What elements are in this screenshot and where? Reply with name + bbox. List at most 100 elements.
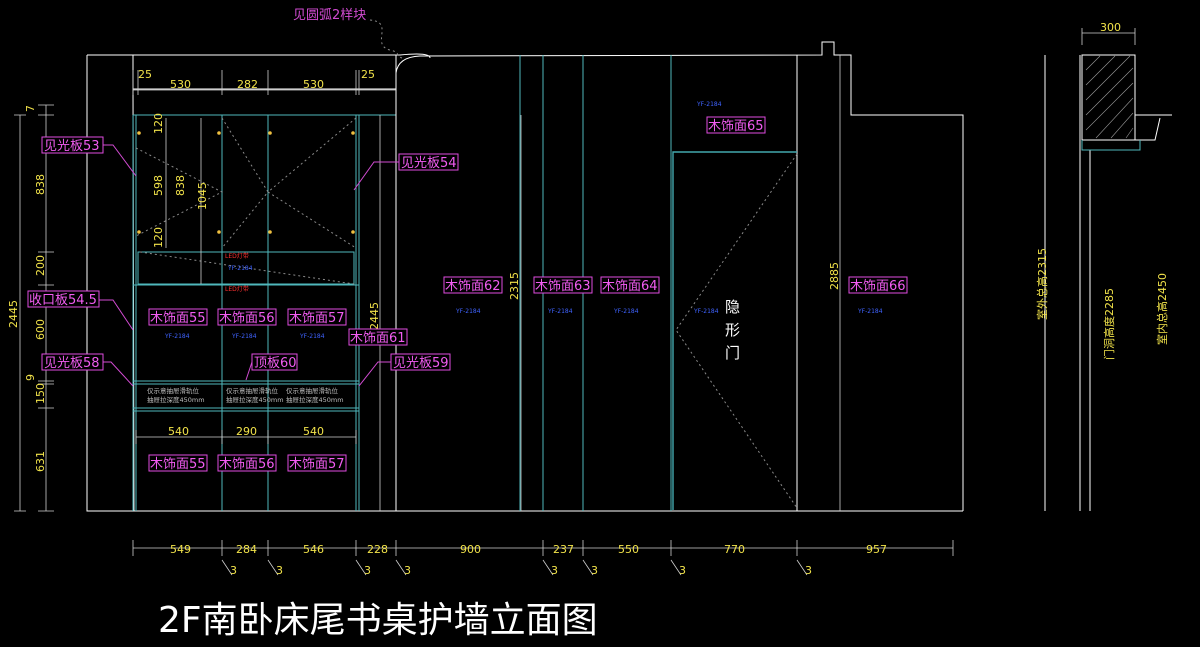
bottom-markers: 3 3 3 3 3 3 3 3 [221, 559, 812, 577]
tag-t545: 收口板54.5 [27, 290, 100, 308]
bottom-dim-9: 957 [866, 543, 887, 556]
section-label-outer: 室外总高2315 [1035, 248, 1049, 320]
bottom-dim-4: 228 [367, 543, 388, 556]
vertical-total-3: 2885 [828, 262, 841, 290]
svg-text:木饰面57: 木饰面57 [289, 311, 345, 326]
left-dim-4: 600 [34, 319, 47, 340]
marker-7: 3 [679, 564, 686, 577]
left-dim-7: 631 [34, 451, 47, 472]
tag-t56b: 木饰面56 [217, 454, 277, 472]
material-code-2: YF-2184 [231, 333, 257, 340]
svg-text:木饰面55: 木饰面55 [150, 457, 206, 472]
bottom-dim-6: 237 [553, 543, 574, 556]
material-code-3: YF-2184 [299, 333, 325, 340]
led-label-2: LED灯带 [225, 285, 249, 293]
top-dimension-chain: 25 530 282 530 25 [132, 68, 396, 95]
material-code-1: YF-2184 [164, 333, 190, 340]
mid-dim-2: 290 [236, 425, 257, 438]
svg-text:见光板58: 见光板58 [44, 356, 100, 371]
shelf-note-2b: 抽屉拉深度450mm [226, 395, 284, 404]
tag-t55b: 木饰面55 [148, 454, 208, 472]
material-code-8: YF-2184 [857, 308, 883, 315]
vertical-total-2: 2315 [508, 272, 521, 300]
hinge-marks [137, 131, 355, 234]
svg-text:见光板53: 见光板53 [44, 139, 100, 154]
top-dim-3: 282 [237, 78, 258, 91]
led-label-1: LED灯带 [225, 252, 249, 260]
marker-1: 3 [230, 564, 237, 577]
inner-dim-1: 120 [152, 113, 165, 134]
svg-text:木饰面66: 木饰面66 [850, 279, 906, 294]
cabinet-structure [132, 55, 397, 511]
section-label-inner: 室内总高2450 [1155, 273, 1169, 345]
svg-text:见光板59: 见光板59 [393, 356, 449, 371]
tag-t62: 木饰面62 [443, 276, 503, 294]
tag-t59: 见光板59 [390, 353, 451, 371]
bottom-dim-1: 549 [170, 543, 191, 556]
top-dim-4: 530 [303, 78, 324, 91]
section-width-dim: 300 [1100, 21, 1121, 34]
tag-t65: 木饰面65 [706, 116, 766, 134]
inner-dim-4: 838 [174, 175, 187, 196]
svg-text:木饰面65: 木饰面65 [708, 119, 764, 134]
inner-upper-dims: 120 598 120 838 1045 [152, 113, 209, 284]
hidden-door-label: 隐 形 门 [725, 298, 740, 362]
door-char-3: 门 [725, 344, 740, 362]
inner-dim-5: 1045 [196, 182, 209, 210]
material-code-9: YF-2184 [696, 101, 722, 108]
side-section: 300 室外总高2315 门洞高度2285 室内总高2450 [1035, 21, 1172, 511]
marker-2: 3 [276, 564, 283, 577]
material-code-6: YF-2184 [613, 308, 639, 315]
shelf-note-1b: 抽屉拉深度450mm [147, 395, 205, 404]
svg-text:木饰面63: 木饰面63 [535, 279, 591, 294]
tag-t64: 木饰面64 [600, 276, 660, 294]
callout-arc-sample: 见圆弧2样块 [293, 8, 403, 59]
marker-4: 3 [404, 564, 411, 577]
marker-8: 3 [805, 564, 812, 577]
tag-t66: 木饰面66 [848, 276, 908, 294]
left-dim-total: 2445 [7, 300, 20, 328]
mid-dim-3: 540 [303, 425, 324, 438]
left-dim-6: 150 [34, 383, 47, 404]
tag-t57a: 木饰面57 [287, 308, 347, 326]
tag-t55a: 木饰面55 [148, 308, 208, 326]
tag-t58: 见光板58 [41, 353, 104, 371]
shelf-note-3a: 仅示意抽屉滑轨位 [286, 386, 339, 395]
tag-t60: 顶板60 [251, 353, 298, 371]
bottom-dim-5: 900 [460, 543, 481, 556]
marker-3: 3 [364, 564, 371, 577]
shelf-note-2a: 仅示意抽屉滑轨位 [226, 386, 279, 395]
bottom-dim-2: 284 [236, 543, 257, 556]
hidden-door [672, 151, 798, 510]
leader-lines [99, 144, 400, 387]
drawing-title: 2F南卧床尾书桌护墙立面图 [158, 600, 598, 641]
shelf-note-3b: 抽屉拉深度450mm [286, 395, 344, 404]
svg-text:木饰面55: 木饰面55 [150, 311, 206, 326]
svg-text:见光板54: 见光板54 [401, 156, 457, 171]
svg-text:木饰面56: 木饰面56 [219, 311, 275, 326]
tag-t57b: 木饰面57 [287, 454, 347, 472]
material-code-4: YF-2184 [455, 308, 481, 315]
svg-text:木饰面56: 木饰面56 [219, 457, 275, 472]
glass-door-marks [135, 117, 357, 285]
material-code-led: YF-2184 [227, 265, 253, 272]
svg-text:木饰面61: 木饰面61 [350, 331, 406, 346]
material-code-7: YF-2184 [693, 308, 719, 315]
vertical-total-1: 2445 [368, 302, 381, 330]
top-dim-5: 25 [361, 68, 375, 81]
mid-dim-1: 540 [168, 425, 189, 438]
tag-t63: 木饰面63 [533, 276, 593, 294]
door-char-2: 形 [725, 321, 740, 339]
door-char-1: 隐 [725, 298, 740, 316]
top-dim-2: 530 [170, 78, 191, 91]
bottom-dimension-chain: 549 284 546 228 900 237 550 770 957 [132, 540, 954, 556]
tag-t53: 见光板53 [41, 136, 104, 154]
left-dim-1: 7 [24, 105, 37, 112]
inner-dim-2: 598 [152, 175, 165, 196]
svg-text:木饰面57: 木饰面57 [289, 457, 345, 472]
left-dim-3: 200 [34, 255, 47, 276]
inner-dim-3: 120 [152, 227, 165, 248]
marker-5: 3 [551, 564, 558, 577]
